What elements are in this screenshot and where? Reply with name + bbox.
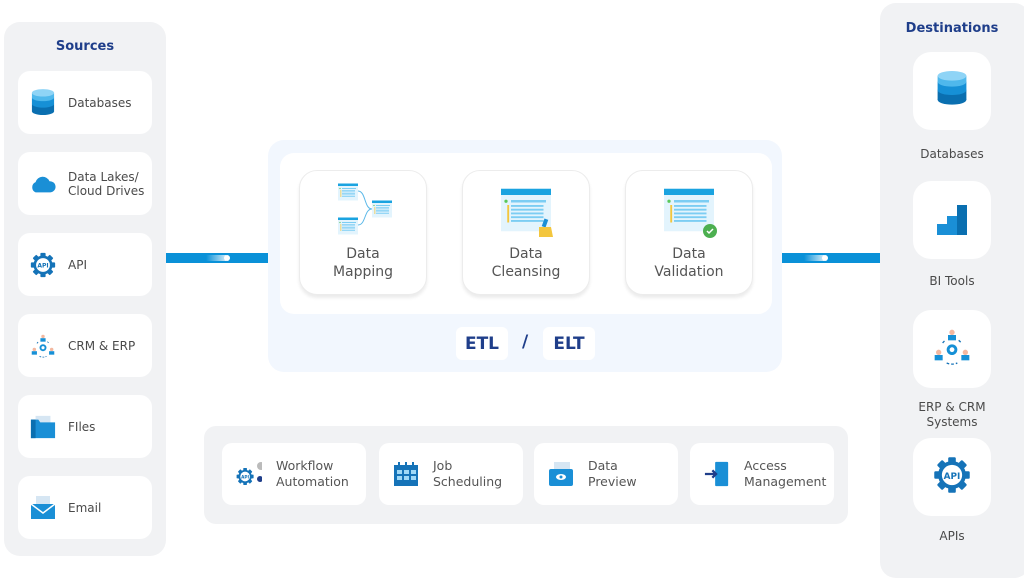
database-icon (936, 71, 968, 111)
source-connector (166, 253, 268, 263)
api-gear-icon (933, 456, 971, 498)
destinations-title: Destinations (905, 21, 999, 36)
data-cleansing-icon (501, 187, 553, 237)
step-label: Data Cleansing (491, 246, 561, 280)
source-label: API (68, 257, 87, 272)
feature-job-scheduling: Job Scheduling (379, 443, 523, 505)
feature-label: Workflow Automation (276, 458, 349, 489)
feature-label: Access Management (744, 458, 827, 489)
bar-chart-icon (937, 205, 967, 235)
source-api: API (18, 233, 152, 296)
people-network-icon (30, 333, 56, 359)
source-label: CRM & ERP (68, 338, 136, 353)
features-panel: Workflow Automation Job Scheduling Data … (204, 426, 848, 524)
gears-icon (236, 461, 262, 487)
file-preview-icon (548, 461, 574, 487)
separator: / (522, 332, 529, 352)
feature-access-management: Access Management (690, 443, 834, 505)
data-mapping-icon (336, 181, 394, 237)
source-label: Email (68, 500, 102, 515)
destination-databases (913, 52, 991, 130)
destination-connector (782, 253, 880, 263)
source-data-lakes: Data Lakes/ Cloud Drives (18, 152, 152, 215)
etl-panel: Data Mapping Data Cleansing Data Validat… (268, 140, 782, 372)
step-data-cleansing: Data Cleansing (462, 170, 590, 295)
cloud-icon (30, 171, 56, 197)
source-label: FIles (68, 419, 96, 434)
destinations-panel: Destinations Databases BI Tools ERP & CR… (880, 3, 1024, 578)
etl-label: ETL (456, 327, 508, 360)
calendar-icon (393, 461, 419, 487)
sources-title: Sources (55, 39, 115, 54)
feature-label: Data Preview (588, 458, 637, 489)
destination-erp-crm (913, 310, 991, 388)
destination-label: BI Tools (929, 274, 975, 288)
destination-label: ERP & CRM Systems (918, 400, 986, 429)
destination-apis (913, 438, 991, 516)
source-email: Email (18, 476, 152, 539)
process-steps: Data Mapping Data Cleansing Data Validat… (280, 153, 772, 314)
sources-panel: Sources Databases Data Lakes/ Cloud Driv… (4, 22, 166, 556)
source-databases: Databases (18, 71, 152, 134)
destination-bi-tools (913, 181, 991, 259)
destination-label: Databases (920, 147, 984, 161)
destination-label: APIs (939, 529, 965, 543)
elt-label: ELT (543, 327, 595, 360)
source-files: FIles (18, 395, 152, 458)
step-data-validation: Data Validation (625, 170, 753, 295)
source-label: Databases (68, 95, 132, 110)
step-data-mapping: Data Mapping (299, 170, 427, 295)
feature-workflow-automation: Workflow Automation (222, 443, 366, 505)
database-icon (30, 90, 56, 116)
email-icon (30, 495, 56, 521)
source-label: Data Lakes/ Cloud Drives (68, 169, 145, 198)
people-network-icon (932, 327, 972, 371)
api-gear-icon (30, 252, 56, 278)
data-validation-icon (664, 187, 717, 238)
folder-icon (30, 414, 56, 440)
feature-label: Job Scheduling (433, 458, 503, 489)
step-label: Data Mapping (332, 246, 394, 280)
door-enter-icon (704, 461, 730, 487)
source-crm-erp: CRM & ERP (18, 314, 152, 377)
feature-data-preview: Data Preview (534, 443, 678, 505)
step-label: Data Validation (654, 246, 724, 280)
